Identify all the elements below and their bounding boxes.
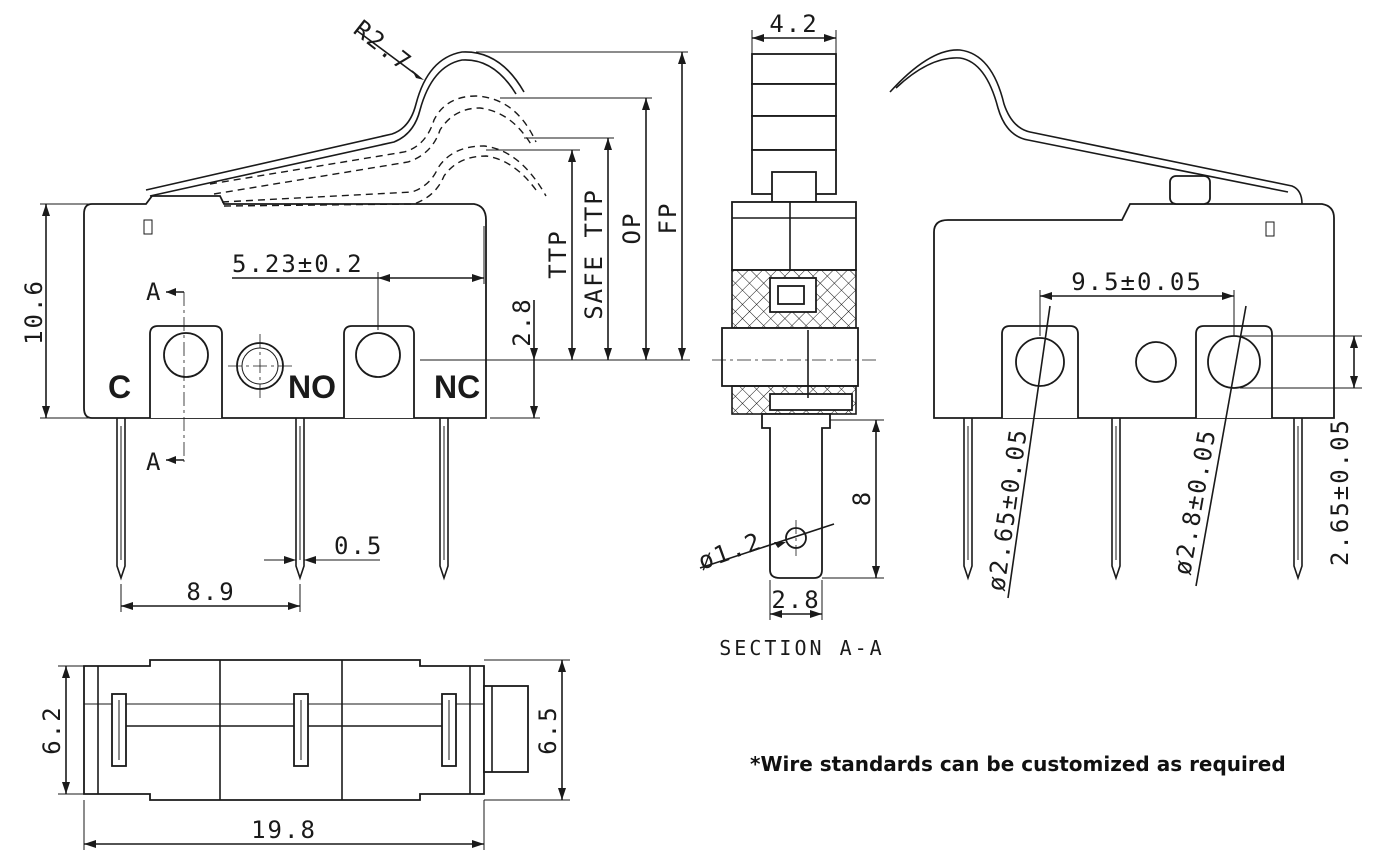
width-top-label: 4.2 [769,10,818,38]
pin-width-label: 2.8 [771,586,820,614]
section-body-upper [731,201,857,271]
lever-front [145,51,525,191]
lever-op-position [209,95,537,185]
rear-hole-mid [1135,341,1177,383]
section-body-middle [721,327,859,387]
safe-ttp-label: SAFE TTP [580,188,608,320]
section-mark-bottom: A [146,448,162,476]
rear-plunger [1169,175,1211,205]
pin-thickness-label: 0.5 [334,532,383,560]
hole-c [163,332,209,378]
pin-nc [439,418,449,581]
plunger [771,171,817,203]
radius-label: R2.7 [348,15,417,78]
lever-ttp-position [221,145,547,203]
pin-no [295,418,305,581]
terminal-label-c: C [108,369,131,405]
front-view: A A C NO NC R2.7 10.6 5.23±0.2 2.8 [20,15,690,612]
section-mark-top: A [146,278,162,306]
pitch-label: 8.9 [186,578,235,606]
terminal-gap-label: 5.23±0.2 [232,250,364,278]
terminal-label-no: NO [288,369,336,405]
mount-hole-1-label: ø2.65±0.05 [982,426,1033,593]
depth-total-label: 6.5 [534,705,562,754]
pin-c [116,418,126,581]
hole-dia-label: ø1.2 [694,527,765,576]
hole-2-leader [1195,305,1247,587]
section-view: ø1.2 4.2 8 2.8 SECTION A-A [694,10,884,660]
section-pin [761,413,831,579]
height-total-label: 10.6 [20,279,48,345]
depth-body-label: 6.2 [38,705,66,754]
hole-no [355,332,401,378]
radius-leader [355,29,419,77]
terminal-label-nc: NC [434,369,480,405]
mount-pitch-label: 9.5±0.05 [1071,268,1203,296]
mount-offset-label: 2.65±0.05 [1326,418,1354,566]
lever-rear [889,49,1303,205]
pin-length-label: 8 [848,490,876,506]
bottom-actuator [483,685,529,773]
switch-body-bottom [83,659,485,801]
hole-1-leader [1007,305,1051,599]
rear-view: 9.5±0.05 ø2.65±0.05 ø2.8±0.05 2.65±0.05 [889,49,1362,599]
terminal-height-label: 2.8 [508,297,536,346]
section-title: SECTION A-A [719,636,884,660]
wire-standards-note: *Wire standards can be customized as req… [750,752,1286,776]
op-label: OP [618,212,646,245]
hole-leader [699,523,835,569]
fp-label: FP [654,202,682,235]
length-total-label: 19.8 [251,816,317,844]
actuator-cap [751,53,837,85]
rear-hole-left [1015,337,1065,387]
rear-hole-right [1207,335,1261,389]
ttp-label: TTP [544,229,572,278]
mount-hole-2-label: ø2.8±0.05 [1168,426,1221,577]
bottom-view: 6.2 6.5 19.8 [38,659,570,850]
